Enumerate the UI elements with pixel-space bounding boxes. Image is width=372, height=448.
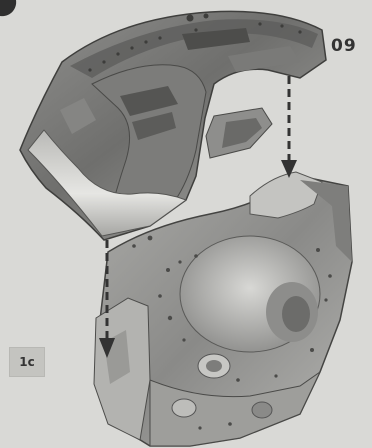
part-tag: 1c: [9, 347, 45, 377]
assembly-arrow-right: [281, 76, 297, 178]
part-tag-label: 1c: [19, 355, 34, 369]
corner-circle-fragment: [0, 0, 16, 16]
step-number: 09: [331, 36, 357, 56]
